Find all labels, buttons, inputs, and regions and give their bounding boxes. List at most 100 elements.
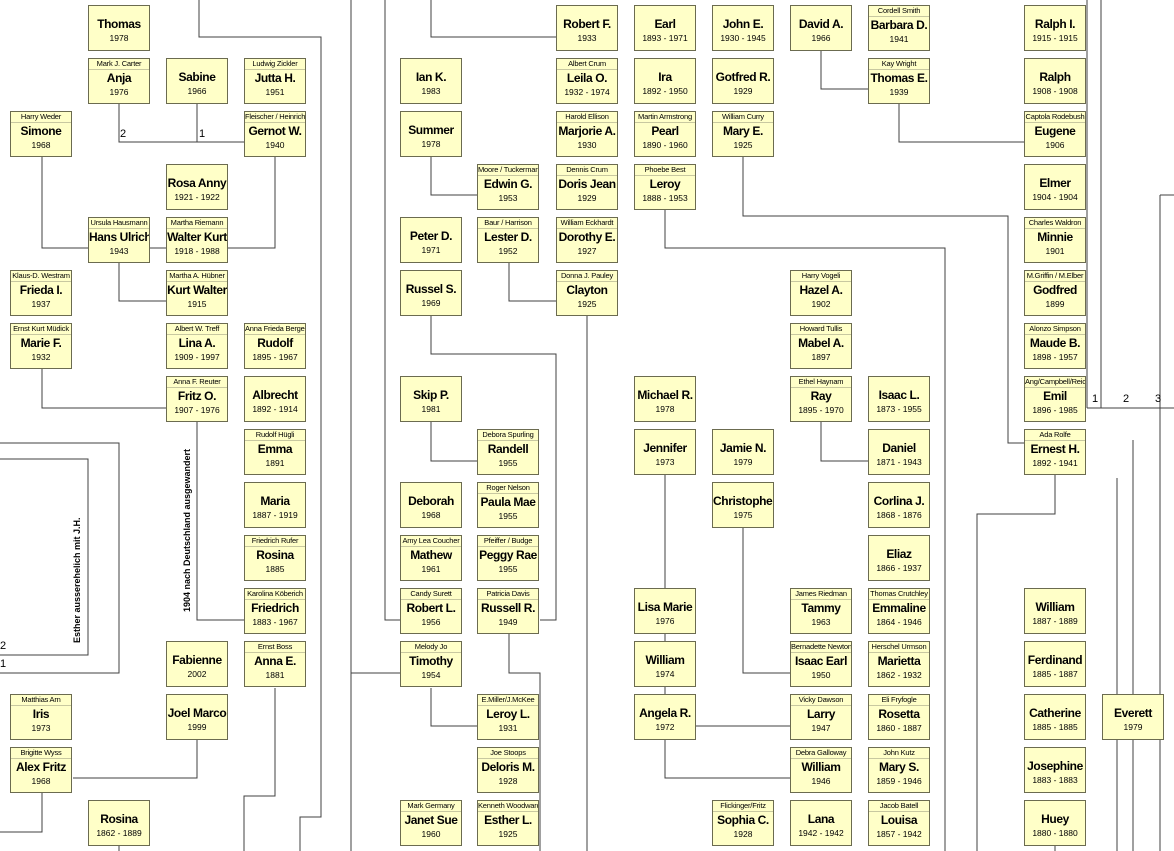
person-box[interactable]: Michael R.1978: [634, 376, 696, 422]
person-box[interactable]: Gotfred R.1929: [712, 58, 774, 104]
person-box[interactable]: Ralph I.1915 - 1915: [1024, 5, 1086, 51]
person-box[interactable]: John E.1930 - 1945: [712, 5, 774, 51]
person-box[interactable]: Skip P.1981: [400, 376, 462, 422]
person-box[interactable]: Russel S.1969: [400, 270, 462, 316]
person-box[interactable]: Angela R.1972: [634, 694, 696, 740]
person-box[interactable]: Corlina J.1868 - 1876: [868, 482, 930, 528]
person-box[interactable]: Robert F.1933: [556, 5, 618, 51]
person-box[interactable]: David A.1966: [790, 5, 852, 51]
person-box[interactable]: Jamie N.1979: [712, 429, 774, 475]
person-box[interactable]: Peter D.1971: [400, 217, 462, 263]
person-box[interactable]: Ian K.1983: [400, 58, 462, 104]
person-box[interactable]: Isaac L.1873 - 1955: [868, 376, 930, 422]
